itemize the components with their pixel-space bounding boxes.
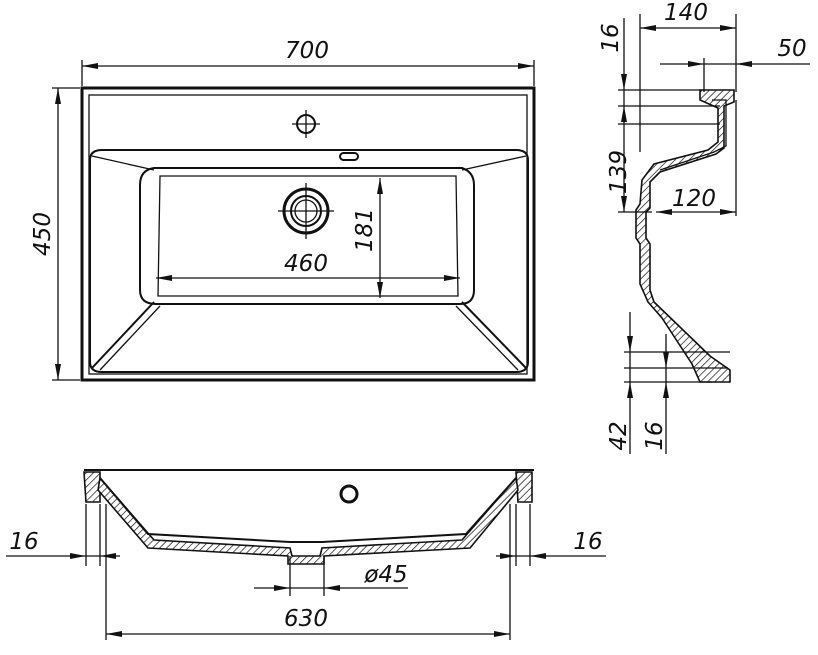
dim-side-139 bbox=[618, 123, 720, 213]
top-view: 700 450 460 181 bbox=[30, 38, 536, 382]
bowl-floor-outline bbox=[139, 167, 475, 305]
label-50: 50 bbox=[777, 36, 806, 62]
dim-front-16-left bbox=[6, 504, 120, 566]
label-drain-diameter: ø45 bbox=[363, 562, 407, 588]
label-630: 630 bbox=[284, 606, 328, 632]
label-16-top: 16 bbox=[598, 23, 624, 52]
tap-hole bbox=[292, 110, 320, 138]
overflow-slot bbox=[339, 152, 359, 161]
dim-front-16-right bbox=[496, 504, 606, 566]
dim-bowl-460 bbox=[156, 275, 460, 281]
bevel-bottom-right-2 bbox=[455, 305, 519, 371]
label-140: 140 bbox=[664, 0, 708, 26]
front-view: 16 16 ø45 630 bbox=[6, 469, 606, 640]
dim-side-140 bbox=[639, 14, 737, 152]
basin-inner-rim bbox=[88, 94, 528, 375]
label-42: 42 bbox=[606, 421, 632, 450]
label-450: 450 bbox=[30, 212, 56, 256]
drain bbox=[278, 183, 334, 239]
front-left-wall-hatch bbox=[83, 471, 101, 503]
label-16-right: 16 bbox=[573, 529, 602, 555]
label-460: 460 bbox=[284, 251, 328, 277]
bevel-top-right bbox=[461, 155, 527, 171]
front-bowl-inner bbox=[99, 477, 517, 543]
label-16-bottom: 16 bbox=[642, 421, 668, 450]
label-181: 181 bbox=[352, 208, 378, 252]
dim-front-drain bbox=[254, 556, 408, 596]
dim-width-700 bbox=[81, 60, 535, 86]
bowl-outer-outline bbox=[89, 149, 529, 373]
side-view: 140 50 16 139 bbox=[598, 0, 810, 454]
label-139: 139 bbox=[606, 150, 632, 194]
basin-outline bbox=[80, 86, 536, 382]
bevel-bottom-left bbox=[91, 301, 155, 369]
dim-side-50 bbox=[660, 58, 810, 92]
bevel-top-left bbox=[91, 155, 155, 171]
dim-side-42-16 bbox=[624, 312, 730, 454]
front-overflow-hole bbox=[339, 484, 359, 504]
label-700: 700 bbox=[285, 38, 329, 64]
bevel-bottom-left-2 bbox=[99, 305, 161, 371]
bevel-bottom-right bbox=[461, 301, 527, 369]
front-right-wall-hatch bbox=[515, 471, 533, 503]
dim-depth-450 bbox=[52, 87, 80, 381]
bowl-floor-inner bbox=[157, 175, 459, 297]
label-120: 120 bbox=[672, 186, 716, 212]
dim-side-16-top bbox=[618, 18, 720, 212]
side-inner-profile bbox=[659, 99, 727, 171]
dim-bowl-181 bbox=[377, 178, 383, 298]
dim-side-120 bbox=[656, 100, 737, 216]
front-bowl-hatch bbox=[97, 476, 519, 565]
dim-front-630 bbox=[105, 504, 511, 640]
label-16-left: 16 bbox=[9, 529, 38, 555]
side-section-hatch bbox=[635, 89, 735, 383]
